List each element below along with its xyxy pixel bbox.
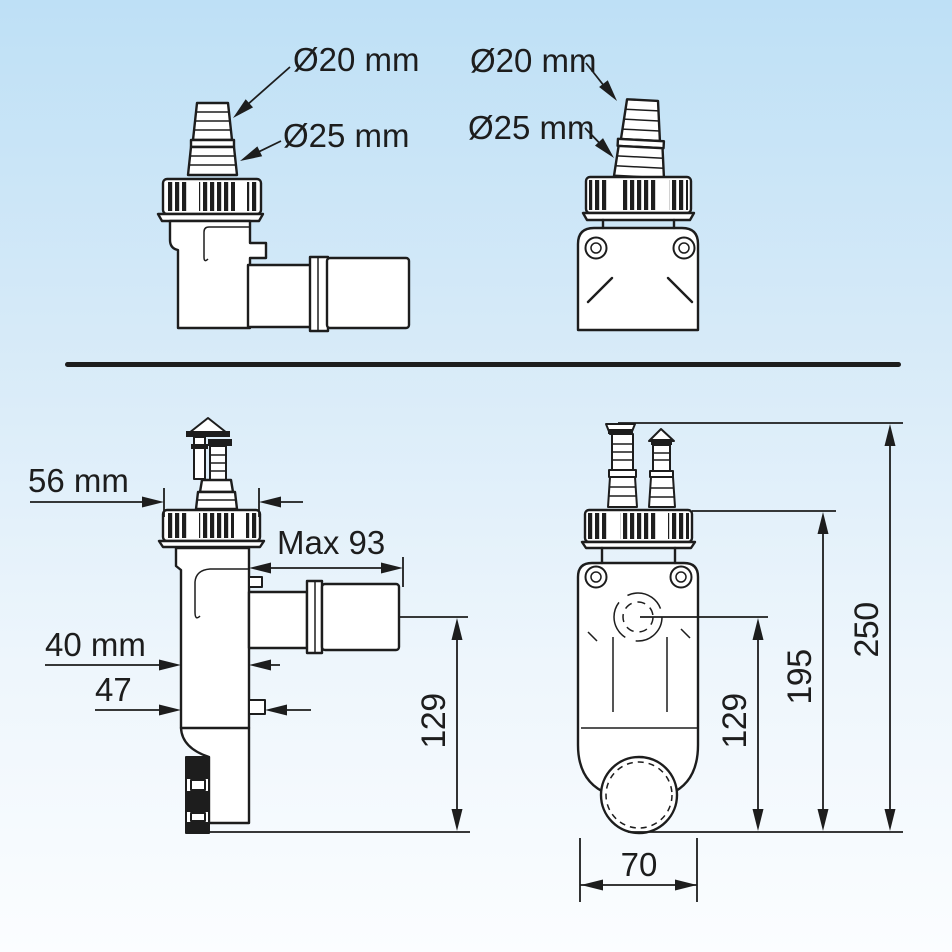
dim-arrowhead bbox=[451, 618, 463, 640]
section-divider bbox=[65, 362, 901, 367]
dimension-outlet-height: 129 bbox=[640, 616, 768, 831]
dim-label-195: 195 bbox=[781, 649, 819, 704]
dim-label-129: 129 bbox=[716, 693, 754, 748]
dimension-nut-width: 56 mm bbox=[28, 462, 303, 517]
dim-arrowhead bbox=[817, 512, 829, 534]
nut-flange bbox=[581, 211, 696, 222]
union-nut bbox=[581, 175, 696, 222]
dim-arrowhead bbox=[159, 659, 181, 671]
label-barb-25mm: Ø25 mm bbox=[468, 109, 619, 162]
barb-ribs bbox=[615, 155, 664, 170]
hose-barb bbox=[186, 101, 239, 177]
nut-flange bbox=[580, 540, 697, 550]
mounting-holes bbox=[584, 236, 696, 260]
dim-arrowhead bbox=[249, 659, 271, 671]
hose-barb bbox=[612, 98, 666, 180]
dim-arrowhead bbox=[159, 704, 181, 716]
dim-arrowhead bbox=[451, 809, 463, 831]
barb-ribs bbox=[622, 108, 660, 132]
mounting-hole bbox=[672, 236, 696, 260]
vent-stem bbox=[193, 436, 206, 480]
dim-arrowhead bbox=[259, 496, 281, 508]
label-barb-25mm: Ø25 mm bbox=[237, 117, 410, 166]
nut-flange bbox=[156, 212, 265, 223]
leader-arrowhead bbox=[237, 146, 263, 166]
barb-25mm-section bbox=[186, 145, 239, 177]
top-side-view: Ø20 mm Ø25 mm bbox=[156, 41, 420, 333]
valve-body bbox=[576, 561, 700, 796]
mounting-hole bbox=[669, 565, 693, 589]
dim-arrowhead bbox=[249, 562, 271, 574]
dim-arrowhead bbox=[752, 809, 764, 831]
dim-label-129: 129 bbox=[415, 693, 453, 748]
round-outlet bbox=[599, 755, 679, 835]
mounting-hole bbox=[584, 236, 608, 260]
body-inner-detail bbox=[194, 568, 249, 619]
dim-arrowhead bbox=[675, 879, 697, 891]
valve-body bbox=[174, 546, 251, 825]
dim-label-47: 47 bbox=[95, 671, 132, 708]
union-nut bbox=[156, 177, 265, 223]
barb-25mm-section bbox=[612, 144, 666, 180]
top-front-view: Ø20 mm Ø25 mm bbox=[468, 42, 700, 332]
union-nut bbox=[157, 508, 266, 549]
dim-label-70: 70 bbox=[621, 846, 658, 883]
union-nut bbox=[580, 508, 697, 550]
body-neck bbox=[600, 546, 677, 565]
nut-flange bbox=[157, 539, 266, 549]
dimension-nut-height: 195 bbox=[692, 510, 836, 831]
barb-ribs bbox=[194, 111, 231, 131]
vent-barb bbox=[198, 478, 235, 494]
dimension-body-width: 70 bbox=[579, 838, 698, 902]
dimension-total-height: 250 bbox=[618, 422, 903, 831]
dim-arrowhead bbox=[817, 809, 829, 831]
nut-knurling bbox=[588, 513, 689, 539]
diameter-25-label: Ø25 mm bbox=[468, 109, 595, 146]
vent-barb-right bbox=[648, 428, 676, 508]
vent-valve bbox=[186, 417, 239, 511]
dimension-nub-width: 47 bbox=[95, 671, 311, 716]
dimension-max-depth: Max 93 bbox=[249, 524, 404, 587]
dim-arrowhead bbox=[265, 704, 287, 716]
dimension-outlet-height: 129 bbox=[399, 616, 468, 831]
dim-label-56mm: 56 mm bbox=[28, 462, 129, 499]
diameter-25-label: Ø25 mm bbox=[283, 117, 410, 154]
mounting-holes bbox=[584, 565, 693, 589]
dim-arrowhead bbox=[884, 424, 896, 446]
barb-ribs bbox=[189, 155, 236, 166]
dim-label-250: 250 bbox=[848, 602, 886, 657]
diameter-20-label: Ø20 mm bbox=[293, 41, 420, 78]
body-chamfer-lines bbox=[586, 276, 694, 304]
dim-label-max93: Max 93 bbox=[277, 524, 385, 561]
diameter-20-label: Ø20 mm bbox=[470, 42, 597, 79]
bottom-front-view: 250 195 129 70 bbox=[576, 422, 903, 902]
dimension-body-width: 40 mm bbox=[45, 626, 280, 671]
outlet-pipe bbox=[246, 255, 411, 333]
label-barb-20mm: Ø20 mm bbox=[229, 41, 420, 123]
dim-label-40mm: 40 mm bbox=[45, 626, 146, 663]
valve-body bbox=[576, 226, 700, 332]
vent-barb-left bbox=[605, 423, 638, 508]
nut-knurling bbox=[589, 180, 688, 210]
dim-arrowhead bbox=[581, 879, 603, 891]
body-neck bbox=[601, 218, 676, 230]
dim-arrowhead bbox=[752, 618, 764, 640]
body-inner-detail bbox=[203, 226, 249, 262]
outlet-bracket bbox=[248, 576, 263, 588]
side-nub bbox=[248, 699, 266, 715]
dim-arrowhead bbox=[884, 809, 896, 831]
outlet-pipe bbox=[247, 579, 401, 655]
bottom-side-view: 56 mm Max 93 40 mm 47 bbox=[28, 417, 470, 834]
valve-body bbox=[168, 219, 268, 330]
mounting-hole bbox=[584, 565, 608, 589]
dim-arrowhead bbox=[381, 562, 403, 574]
label-barb-20mm: Ø20 mm bbox=[470, 42, 622, 105]
vent-cap bbox=[188, 417, 228, 434]
knurled-knob bbox=[185, 756, 210, 834]
dim-arrowhead bbox=[142, 496, 164, 508]
